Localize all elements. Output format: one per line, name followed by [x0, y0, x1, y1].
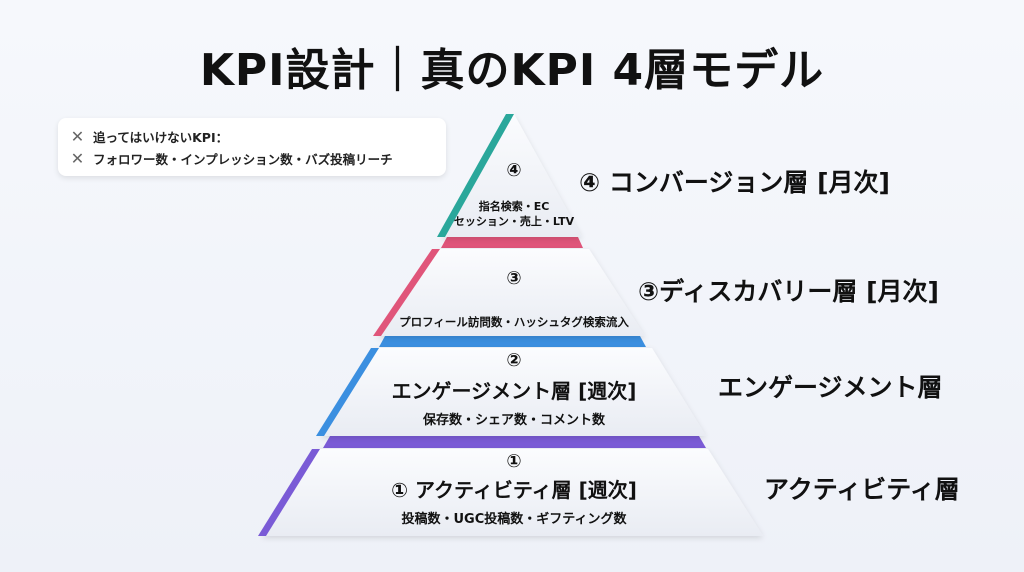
tier-4-number: ④ — [506, 160, 522, 181]
tier-4-band — [441, 237, 583, 248]
tier-3-number: ③ — [506, 268, 522, 289]
tier-1-name: ① アクティビティ層 [週次] — [391, 478, 637, 502]
tier-2-band — [323, 436, 706, 448]
tier-3-band — [379, 336, 646, 347]
x-mark-icon: ✕ — [70, 148, 85, 168]
tier-2-metrics-1: 保存数・シェア数・コメント数 — [422, 413, 605, 428]
x-mark-icon: ✕ — [70, 126, 85, 146]
tier-3-metrics-1: プロフィール訪問数・ハッシュタグ検索流入 — [399, 315, 629, 329]
tier-1-accent — [258, 449, 320, 536]
tier-2-name: エンゲージメント層 [週次] — [391, 379, 637, 403]
tier-2-accent — [316, 348, 379, 436]
tier-3-shape — [377, 249, 645, 336]
tier-2-number: ② — [506, 350, 522, 371]
tier-4-accent — [437, 114, 514, 237]
page-title: KPI設計｜真のKPI 4層モデル — [199, 45, 825, 96]
tier-1-metrics-1: 投稿数・UGC投稿数・ギフティング数 — [401, 512, 627, 527]
tier-4-shape — [441, 114, 582, 237]
tier-3-accent — [373, 249, 440, 336]
side-label-discovery: ③ディスカバリー層 [月次] — [638, 277, 939, 306]
tier-1-number: ① — [506, 451, 522, 472]
side-label-engagement: エンゲージメント層 — [718, 373, 943, 402]
tier-1-shape — [262, 449, 763, 536]
note-line-2: フォロワー数・インプレッション数・バズ投稿リーチ — [93, 151, 393, 167]
warning-note: ✕ 追ってはいけないKPI： ✕ フォロワー数・インプレッション数・バズ投稿リー… — [58, 118, 446, 176]
side-label-activity: アクティビティ層 — [764, 475, 960, 504]
tier-2-shape — [320, 348, 706, 436]
tier-4-metrics-1: 指名検索・EC — [478, 200, 550, 213]
side-label-conversion: ④ コンバージョン層 [月次] — [579, 168, 890, 197]
tier-4-metrics-2: セッション・売上・LTV — [453, 215, 575, 228]
note-line-1: 追ってはいけないKPI： — [93, 129, 229, 145]
